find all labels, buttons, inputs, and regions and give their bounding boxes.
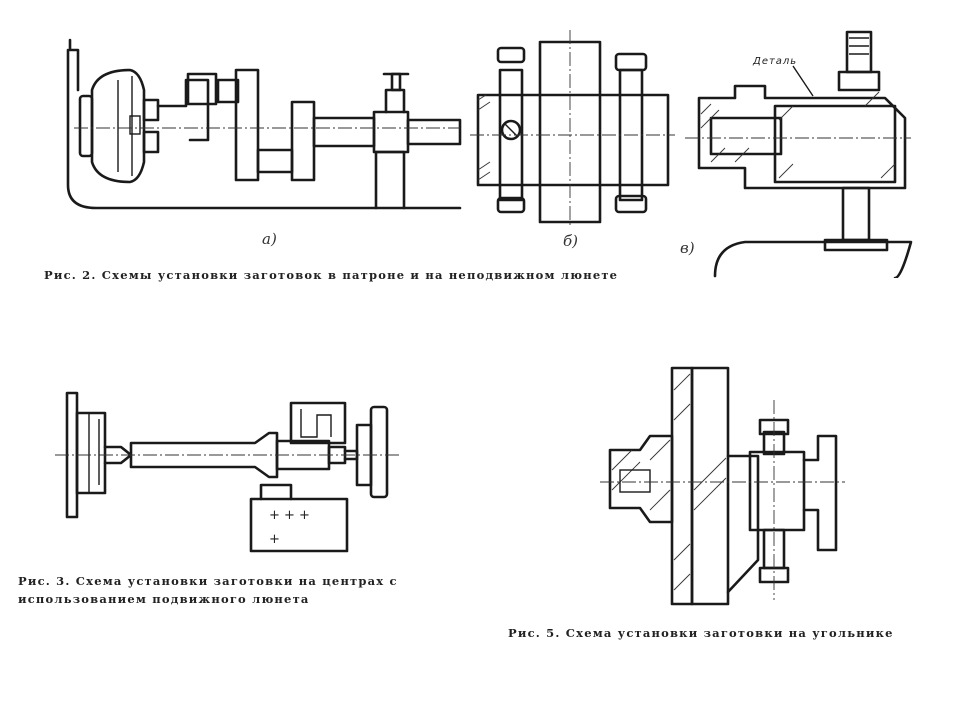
figure-2-caption: Рис. 2. Схемы установки заготовок в патр… — [44, 268, 619, 282]
svg-text:+: + — [269, 532, 280, 547]
figure-3-drawing: + + + + — [55, 385, 400, 560]
figure-2v-drawing: Деталь — [675, 28, 915, 278]
figure-2b-drawing — [470, 30, 675, 225]
figure-3-caption-line1: Рис. 3. Схема установки заготовки на цен… — [18, 574, 398, 588]
figure-3-caption-line2: использованием подвижного люнета — [18, 592, 310, 606]
svg-text:+ + +: + + + — [269, 508, 310, 523]
figure-2v-label: в) — [680, 239, 695, 257]
figure-5-drawing — [600, 360, 845, 610]
figure-5-caption: Рис. 5. Схема установки заготовки на уго… — [508, 626, 894, 640]
figure-2a-drawing — [58, 30, 463, 215]
figure-2b-label: б) — [563, 232, 579, 250]
part-label: Деталь — [752, 56, 797, 67]
figure-2a-label: а) — [262, 230, 277, 248]
